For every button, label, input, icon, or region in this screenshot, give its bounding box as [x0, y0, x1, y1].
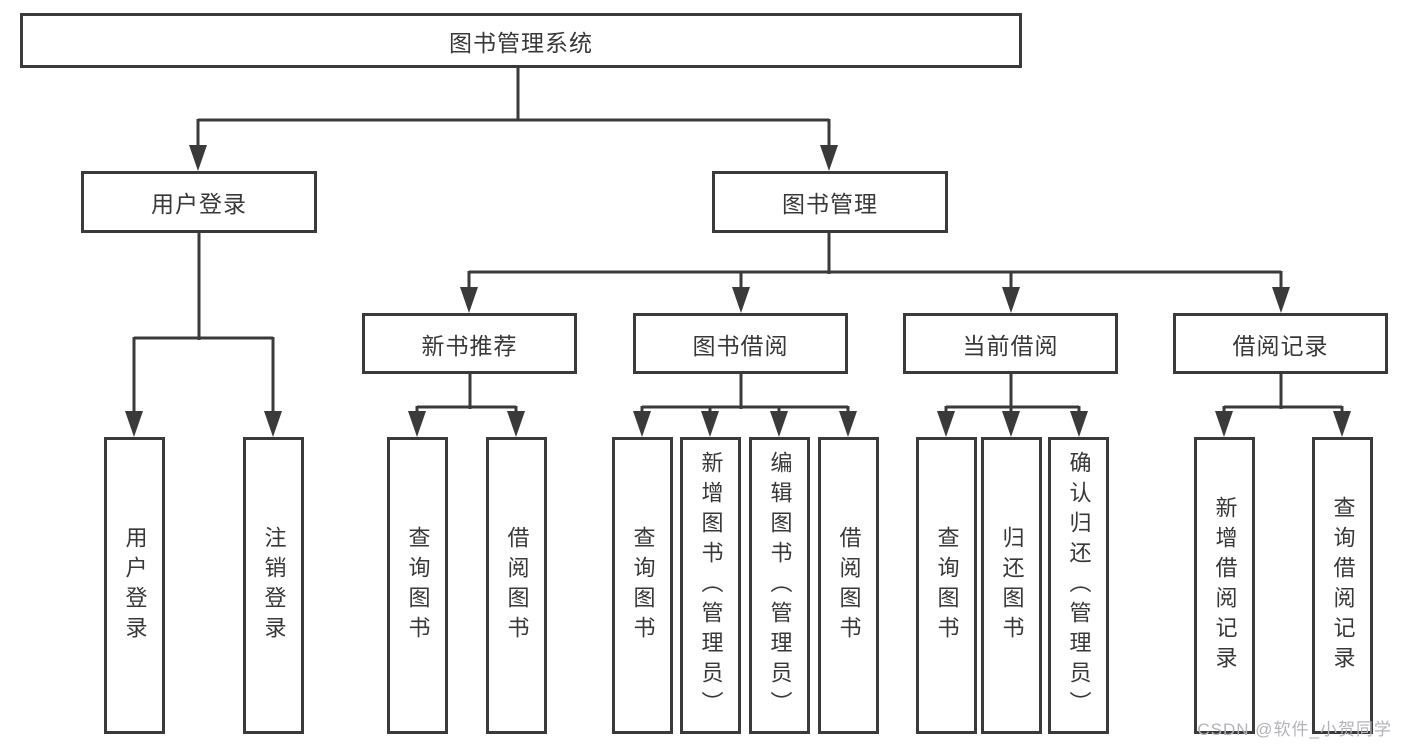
connector-edges	[132, 68, 1344, 414]
leaf-records-add-record: 新增借阅记录	[1194, 437, 1255, 734]
node-library-system: 图书管理系统	[20, 13, 1022, 68]
node-new-book-recommendation: 新书推荐	[362, 313, 577, 374]
node-borrowing-records: 借阅记录	[1173, 313, 1388, 374]
leaf-borrowing-query-books: 查询图书	[612, 437, 673, 734]
node-book-borrowing: 图书借阅	[633, 313, 848, 374]
leaf-borrowing-edit-books-admin: 编辑图书（管理员）	[749, 437, 810, 734]
node-current-borrowing: 当前借阅	[903, 313, 1118, 374]
node-user-login: 用户登录	[81, 171, 317, 233]
leaf-user-login: 用户登录	[104, 437, 165, 734]
leaf-logout: 注销登录	[243, 437, 304, 734]
watermark-text: CSDN @软件_小贺同学	[1197, 720, 1392, 739]
leaf-current-return-books: 归还图书	[981, 437, 1042, 734]
leaf-records-query-record: 查询借阅记录	[1312, 437, 1373, 734]
node-book-management: 图书管理	[712, 171, 948, 233]
leaf-current-confirm-return-admin: 确认归还（管理员）	[1048, 437, 1109, 734]
leaf-current-query-books: 查询图书	[916, 437, 977, 734]
leaf-borrowing-borrow-books: 借阅图书	[818, 437, 879, 734]
leaf-borrowing-add-books-admin: 新增图书（管理员）	[680, 437, 741, 734]
leaf-recommend-borrow-books: 借阅图书	[486, 437, 547, 734]
leaf-recommend-query-books: 查询图书	[387, 437, 448, 734]
connector-arrowheads	[125, 145, 1351, 437]
